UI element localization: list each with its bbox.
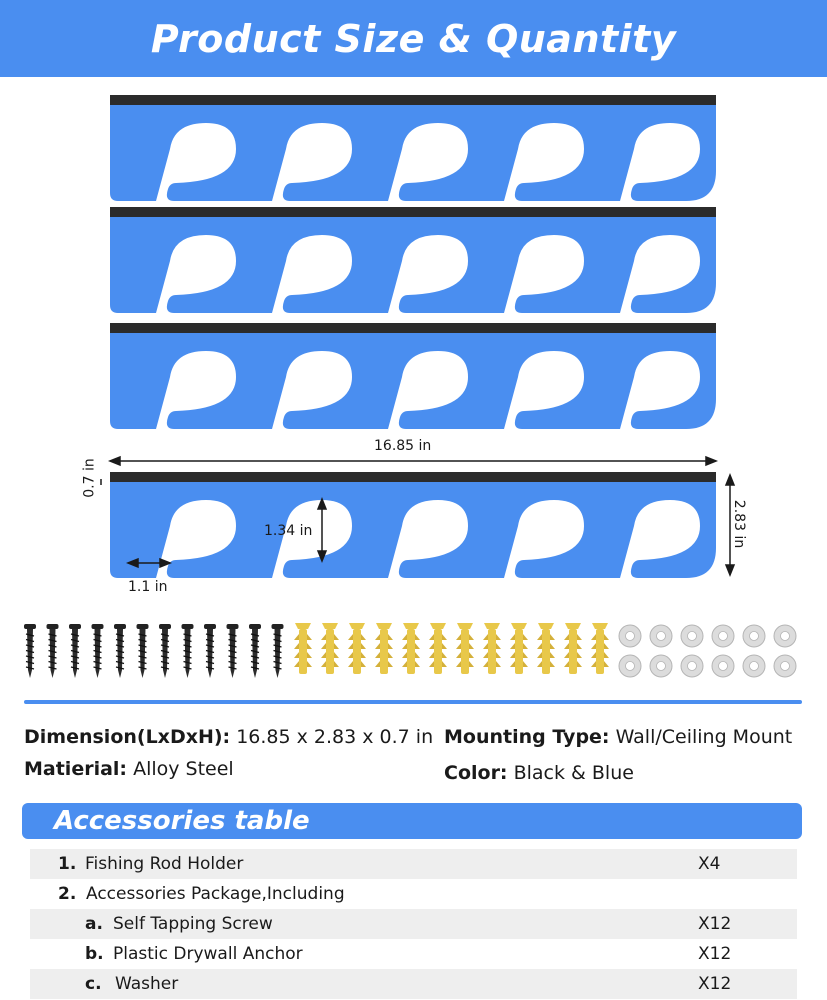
anchor-set (294, 623, 609, 674)
rack-3 (110, 323, 716, 429)
row-quantity: X4 (698, 854, 721, 874)
screw-icon (226, 624, 239, 678)
washer-set (618, 624, 797, 678)
row-number: c. (85, 974, 102, 994)
spec-color-label: Color: (444, 762, 508, 784)
table-row: 1. Fishing Rod Holder X4 (30, 849, 797, 879)
screw-icon (181, 624, 194, 678)
drywall-anchor-icon (429, 623, 447, 674)
washer-icon (680, 654, 704, 678)
spec-dimension: Dimension(LxDxH): 16.85 x 2.83 x 0.7 in (24, 726, 433, 748)
drywall-anchor-icon (294, 623, 312, 674)
row-text: Plastic Drywall Anchor (113, 944, 303, 964)
slot-gap-label: 1.1 in (128, 579, 168, 595)
hardware-illustration (24, 623, 797, 678)
row-number: a. (85, 914, 103, 934)
washer-icon (773, 654, 797, 678)
table-row: c. Washer X12 (30, 969, 797, 999)
row-number: b. (85, 944, 104, 964)
rack-2 (110, 207, 716, 313)
row-number: 2. (58, 884, 77, 904)
header-banner: Product Size & Quantity (0, 0, 827, 77)
washer-icon (742, 654, 766, 678)
screw-icon (46, 624, 59, 678)
drywall-anchor-icon (564, 623, 582, 674)
washer-icon (680, 624, 704, 648)
accessories-table: 1. Fishing Rod Holder X4 2. Accessories … (30, 849, 797, 999)
drywall-anchor-icon (321, 623, 339, 674)
screw-icon (159, 624, 171, 678)
washer-icon (649, 624, 673, 648)
washer-icon (618, 624, 642, 648)
drywall-anchor-icon (348, 623, 366, 674)
row-quantity: X12 (698, 974, 732, 994)
slot-depth-label: 1.34 in (264, 523, 313, 539)
table-row: 2. Accessories Package,Including (30, 879, 797, 909)
row-text: Fishing Rod Holder (85, 854, 244, 874)
rod-holder-illustration (100, 95, 736, 578)
drywall-anchor-icon (402, 623, 420, 674)
washer-icon (711, 654, 735, 678)
slot-gap-arrow (125, 557, 173, 569)
screw-icon (69, 624, 81, 678)
spec-material-label: Matierial: (24, 758, 128, 780)
height-label: 2.83 in (731, 499, 748, 549)
height-arrow (724, 472, 736, 578)
washer-icon (742, 624, 766, 648)
drywall-anchor-icon (537, 623, 555, 674)
screw-icon (249, 624, 261, 678)
drywall-anchor-icon (456, 623, 474, 674)
screw-icon (136, 624, 149, 678)
row-text: Accessories Package,Including (86, 884, 345, 904)
specs-block: Dimension(LxDxH): 16.85 x 2.83 x 0.7 in … (24, 722, 814, 792)
screw-icon (204, 624, 216, 678)
spec-color: Color: Black & Blue (444, 762, 634, 784)
spec-color-value: Black & Blue (513, 762, 634, 784)
slot-depth-arrow (316, 496, 328, 564)
table-row: b. Plastic Drywall Anchor X12 (30, 939, 797, 969)
thickness-label: 0.7 in (81, 458, 98, 498)
row-text: Self Tapping Screw (113, 914, 273, 934)
washer-icon (711, 624, 735, 648)
washer-icon (618, 654, 642, 678)
spec-mounting-label: Mounting Type: (444, 726, 610, 748)
screw-icon (91, 624, 104, 678)
spec-mounting-value: Wall/Ceiling Mount (615, 726, 793, 748)
spec-dimension-label: Dimension(LxDxH): (24, 726, 231, 748)
page-title: Product Size & Quantity (150, 16, 677, 61)
row-quantity: X12 (698, 914, 732, 934)
washer-icon (773, 624, 797, 648)
drywall-anchor-icon (510, 623, 528, 674)
table-row: a. Self Tapping Screw X12 (30, 909, 797, 939)
spec-mounting: Mounting Type: Wall/Ceiling Mount (444, 726, 792, 748)
length-label: 16.85 in (374, 438, 432, 454)
spec-material-value: Alloy Steel (133, 758, 234, 780)
row-number: 1. (58, 854, 77, 874)
screw-icon (271, 624, 284, 678)
drywall-anchor-icon (591, 623, 609, 674)
screw-set (24, 624, 284, 678)
rack-4-dimensioned (110, 472, 716, 578)
screw-icon (114, 624, 126, 678)
rack-1 (110, 95, 716, 201)
row-quantity: X12 (698, 944, 732, 964)
spec-dimension-value: 16.85 x 2.83 x 0.7 in (236, 726, 434, 748)
row-text: Washer (115, 974, 179, 994)
drywall-anchor-icon (375, 623, 393, 674)
length-arrow (107, 455, 719, 467)
screw-icon (24, 624, 36, 678)
accessories-title: Accessories table (54, 806, 310, 836)
section-divider (24, 700, 802, 704)
spec-material: Matierial: Alloy Steel (24, 758, 234, 780)
drywall-anchor-icon (483, 623, 501, 674)
accessories-header: Accessories table (22, 803, 802, 839)
washer-icon (649, 654, 673, 678)
